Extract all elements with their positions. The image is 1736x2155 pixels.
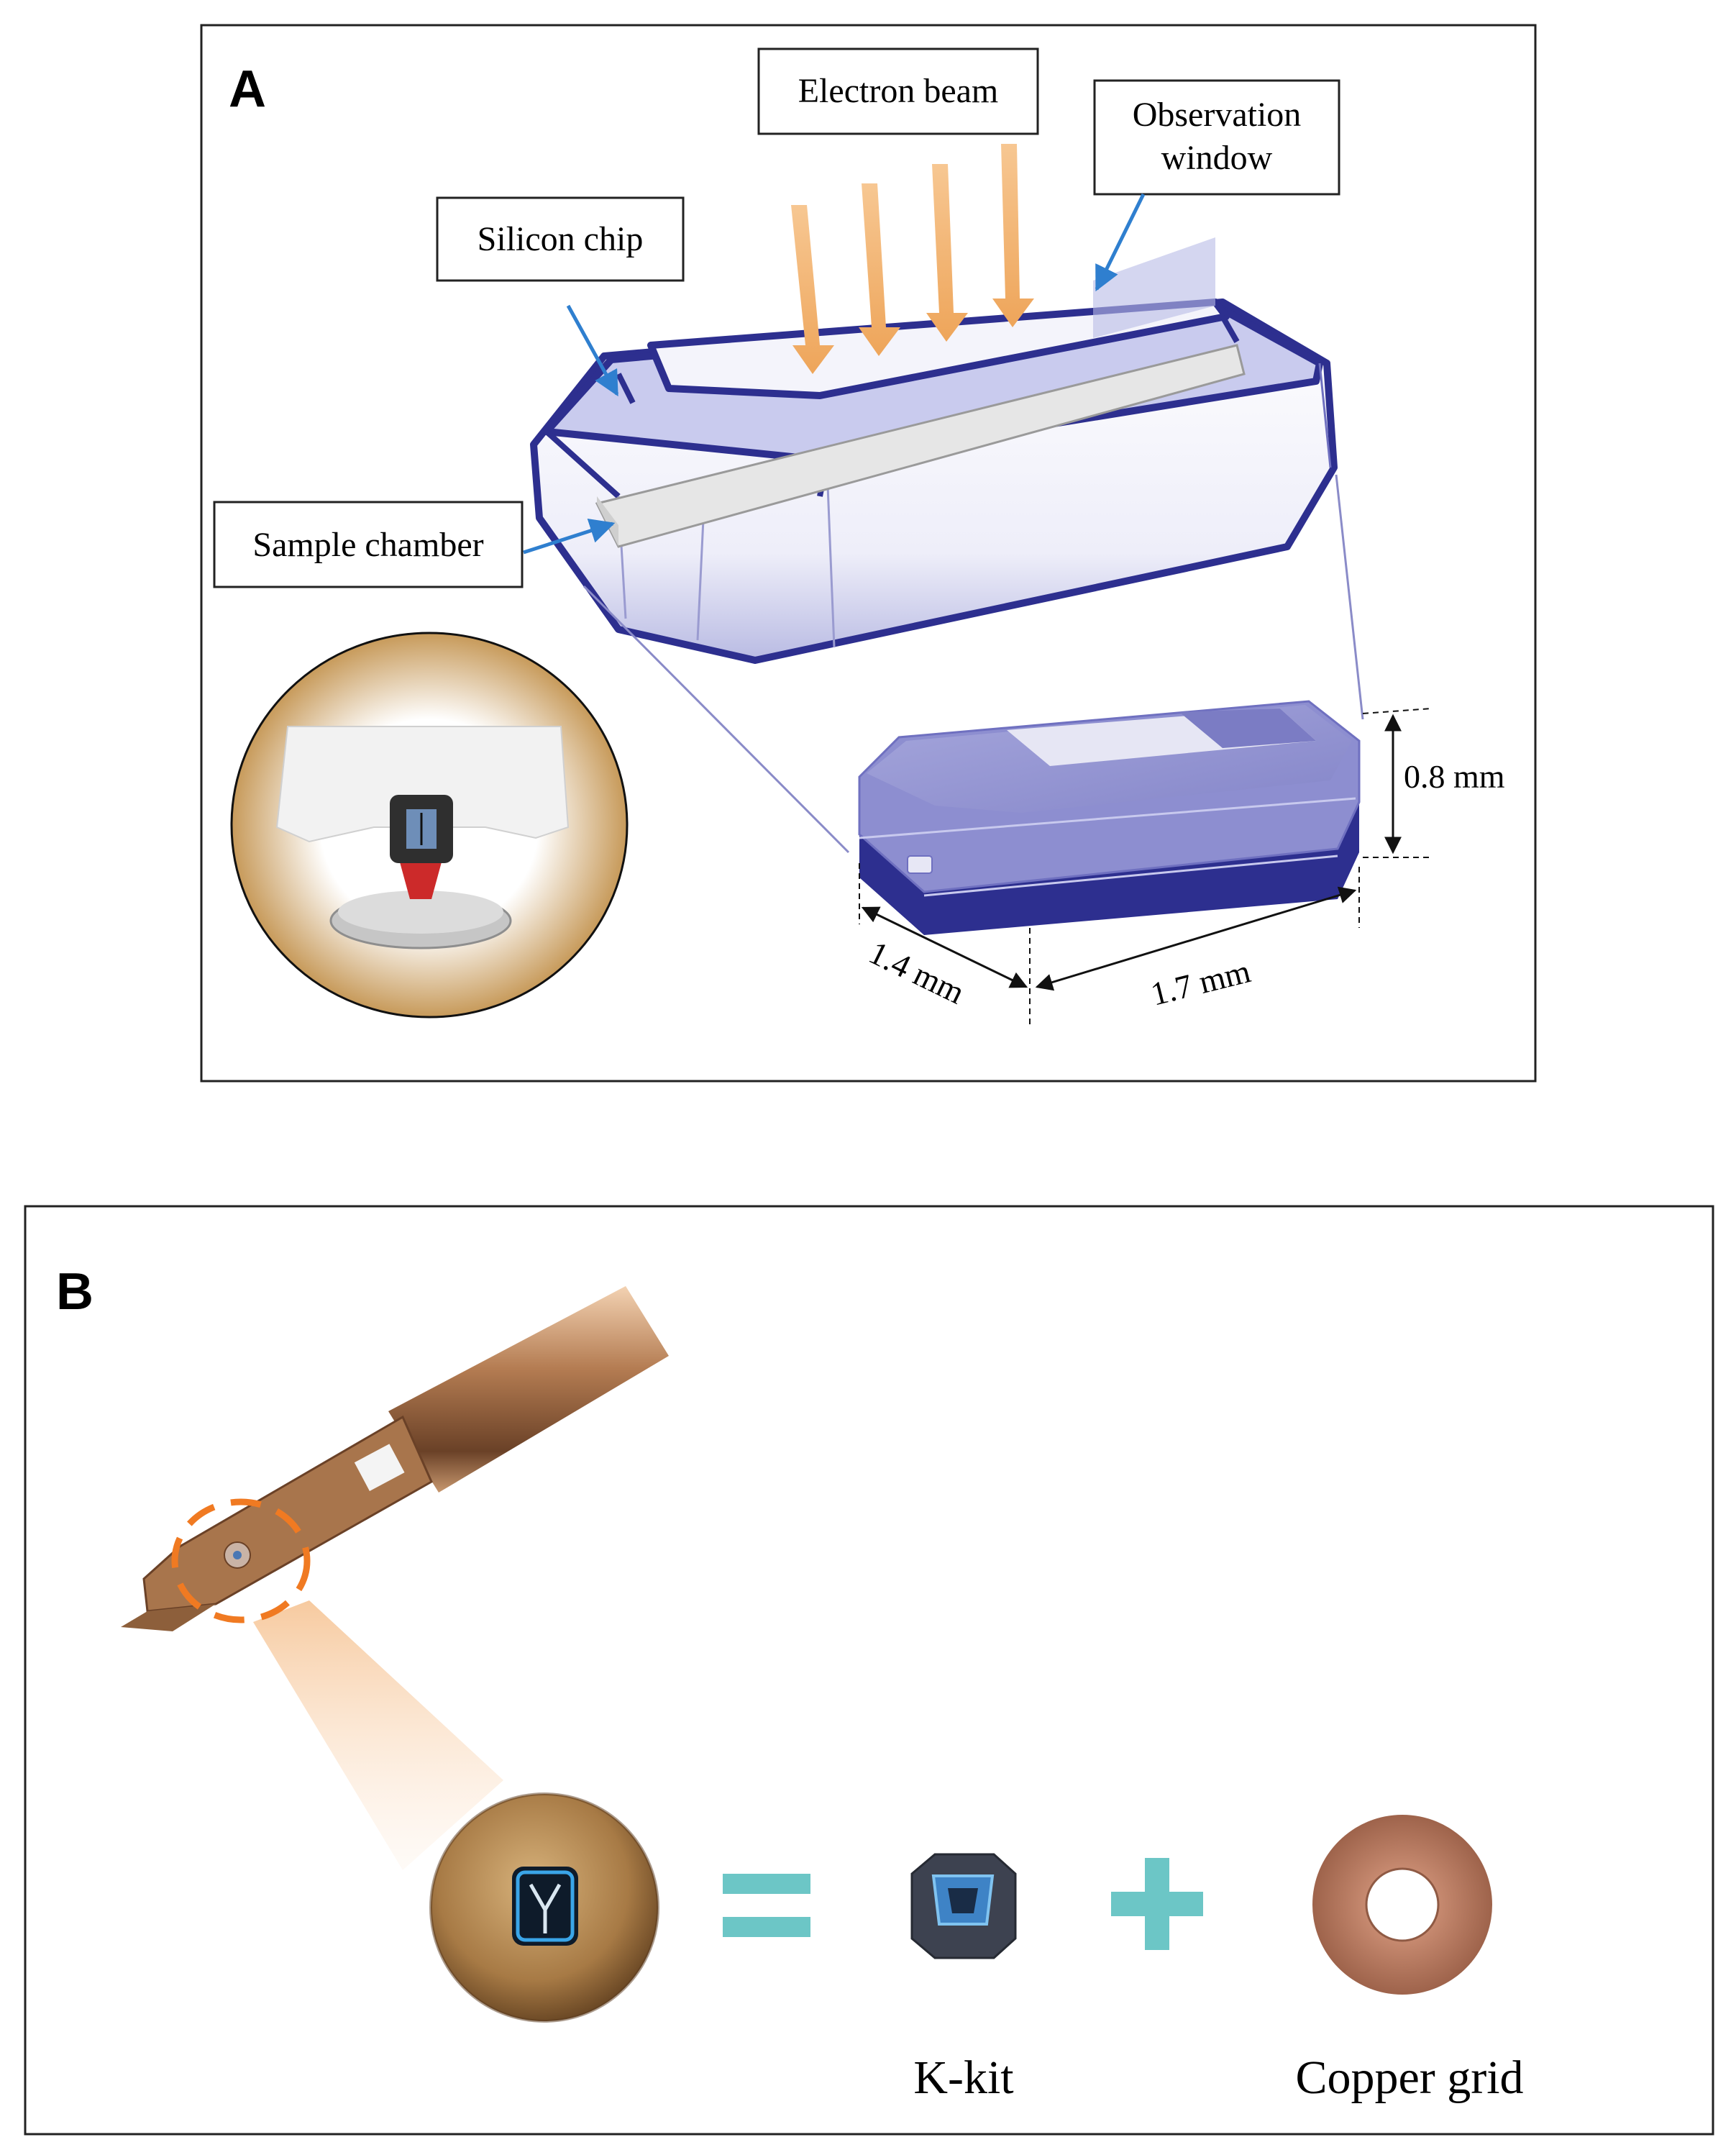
equals-bar-bottom	[723, 1917, 810, 1937]
inset-holder	[275, 726, 570, 843]
observation-window-label-box	[1093, 79, 1340, 196]
inset-stage-top	[338, 890, 503, 934]
small-chip-edge	[923, 855, 1338, 897]
inset-red-mount	[399, 860, 442, 899]
zoom-cone	[253, 1600, 503, 1870]
equals-bar-top	[723, 1874, 810, 1894]
zoom-line-right	[1335, 474, 1364, 720]
panel-a: A	[200, 24, 1537, 1083]
zoom-line-left	[583, 585, 850, 854]
copper-grid-hole	[1365, 1867, 1440, 1942]
holder-insert-disc	[429, 1792, 659, 2023]
chip-edge	[544, 429, 621, 498]
silicon-chip-label: Silicon chip	[478, 220, 644, 258]
k-kit-label: K-kit	[913, 2051, 1013, 2104]
observation-window-pointer	[1095, 193, 1146, 292]
sample-chamber-pointer	[523, 519, 616, 555]
chip-edge	[1220, 315, 1240, 343]
chip-edge	[826, 467, 836, 648]
copper-grid-label: Copper grid	[1295, 2051, 1523, 2104]
holder-slot	[354, 1444, 405, 1491]
chip-edge	[1318, 363, 1332, 468]
holder-screw-center	[233, 1551, 242, 1559]
copper-grid-image	[1312, 1815, 1492, 1995]
beam-arrow	[992, 144, 1034, 327]
silicon-chip-pointer	[566, 304, 619, 397]
electron-beam-arrows	[791, 144, 1034, 374]
coin-rim-shadow	[429, 1792, 659, 2023]
sample-chamber-label: Sample chamber	[252, 526, 483, 564]
equals-sign	[723, 1874, 810, 1937]
sample-chamber-label-box	[213, 501, 524, 588]
panel-b-frame	[24, 1205, 1714, 2136]
beam-arrow	[791, 205, 834, 374]
holder-rod	[388, 1286, 669, 1493]
electron-beam-label-box	[757, 47, 1039, 135]
electron-beam-label: Electron beam	[798, 72, 999, 110]
small-chip-edge	[859, 797, 1356, 839]
k-kit-well	[948, 1888, 978, 1913]
beam-arrow	[859, 183, 900, 356]
beam-arrow	[926, 164, 968, 342]
dimension-arrow	[1035, 886, 1357, 991]
chip-edge	[616, 373, 636, 404]
observation-window-label-line2: window	[1161, 139, 1273, 177]
holder-tip	[121, 1604, 216, 1631]
panel-b-letter: B	[56, 1263, 93, 1321]
panel-a-letter: A	[229, 60, 266, 118]
dimension-height-label: 0.8 mm	[1404, 758, 1505, 795]
plus-bar-vertical	[1145, 1858, 1169, 1950]
large-silicon-chip	[530, 237, 1338, 664]
small-chip-well-wall	[1179, 709, 1316, 748]
dimension-tick	[1362, 708, 1432, 714]
dimension-height: 0.8 mm	[1362, 708, 1505, 858]
small-chip-port	[907, 855, 933, 874]
inset-photo	[230, 632, 629, 1019]
silicon-chip-label-box	[436, 196, 685, 282]
specimen-holder	[121, 1286, 669, 1631]
window-inner-glass	[1093, 237, 1215, 338]
dimension-arrow	[861, 906, 1028, 988]
plus-sign	[1111, 1858, 1203, 1950]
small-chip	[858, 700, 1361, 935]
highlight-circle	[171, 1498, 311, 1623]
coin-kit-y-mark	[529, 1883, 562, 1933]
k-kit-image	[910, 1853, 1017, 1959]
coin-kit-frame	[516, 1870, 575, 1942]
panel-b: B	[24, 1205, 1714, 2136]
observation-window-label-line1: Observation	[1133, 96, 1302, 134]
